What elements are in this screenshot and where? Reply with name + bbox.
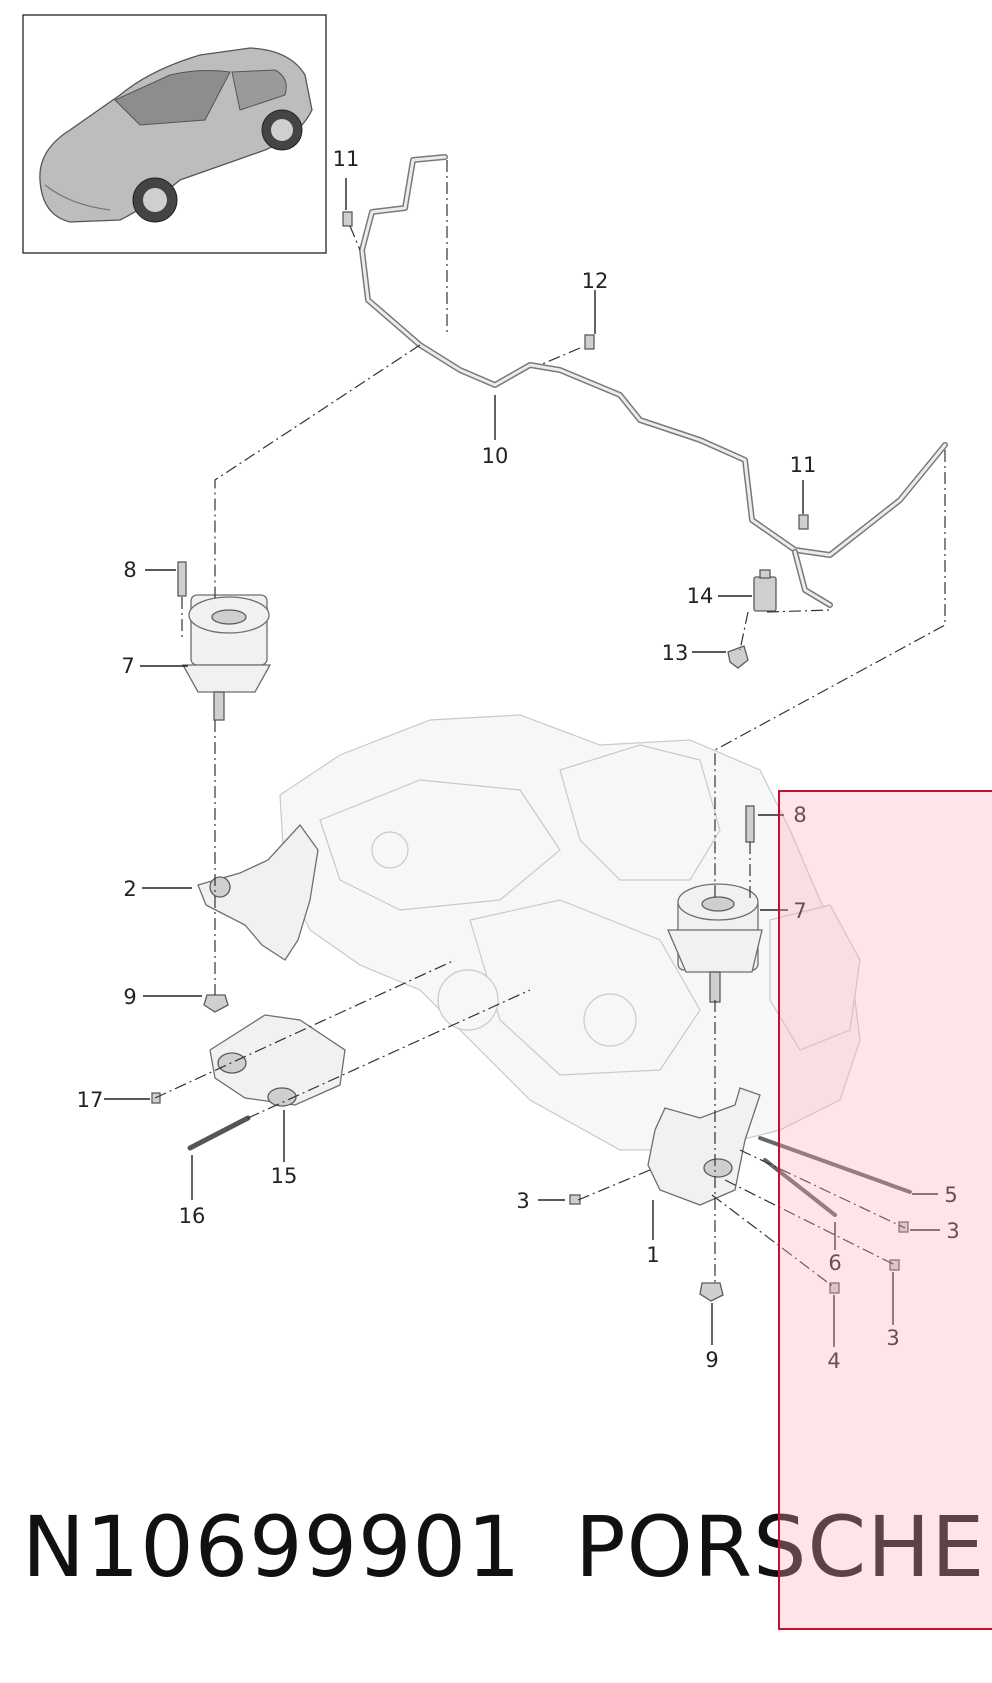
callout-8: 8 [793,803,806,827]
bracket-15 [209,1014,346,1107]
bracket-13 [727,645,749,669]
callout-leaders [104,178,940,1347]
bolt-8-right [745,805,755,843]
highlight-overlay [778,790,992,1630]
callout-11: 11 [333,147,360,171]
bolt-3-right-b [889,1259,900,1271]
car-sports-coupe-icon [39,47,313,223]
engine-bracket-1 [647,1087,761,1206]
part-number: N10699901 [22,1498,522,1596]
callout-17: 17 [77,1088,104,1112]
callout-labels: 11 12 10 11 8 7 14 13 8 7 2 9 17 15 16 5… [77,147,960,1373]
assembly-lines [154,160,946,1289]
engine-mount-7-right [667,883,763,1003]
callout-3: 3 [946,1219,959,1243]
vehicle-thumbnail [22,14,327,254]
line-assembly-10 [359,154,948,608]
bolt-4 [829,1282,840,1294]
callout-2: 2 [123,877,136,901]
engine-mount-7-left [181,594,272,721]
callout-10: 10 [482,444,509,468]
callout-6: 6 [828,1251,841,1275]
callout-3: 3 [516,1189,529,1213]
callout-16: 16 [179,1204,206,1228]
callout-1: 1 [646,1243,659,1267]
clip-12 [584,334,595,350]
callout-8: 8 [123,558,136,582]
callout-11: 11 [790,453,817,477]
engine-bracket-2 [197,823,319,961]
callout-9: 9 [123,985,136,1009]
engine-transmission-block [279,714,861,1151]
callout-7: 7 [121,654,134,678]
callout-12: 12 [582,269,609,293]
clip-11-upper [342,211,353,227]
bolt-16 [187,1115,251,1151]
callout-13: 13 [662,641,689,665]
clip-11-right [798,514,809,530]
callout-14: 14 [687,584,714,608]
bolt-8-left [177,561,187,597]
callout-15: 15 [271,1164,298,1188]
callout-9: 9 [705,1348,718,1372]
sensor-14 [753,569,777,612]
bolt-5 [758,1136,912,1194]
nut-9-right [699,1282,724,1302]
bolt-6 [763,1158,837,1217]
callout-5: 5 [944,1183,957,1207]
callout-7: 7 [793,899,806,923]
nut-9-left [203,994,229,1013]
callout-3: 3 [886,1326,899,1350]
callout-4: 4 [827,1349,840,1373]
